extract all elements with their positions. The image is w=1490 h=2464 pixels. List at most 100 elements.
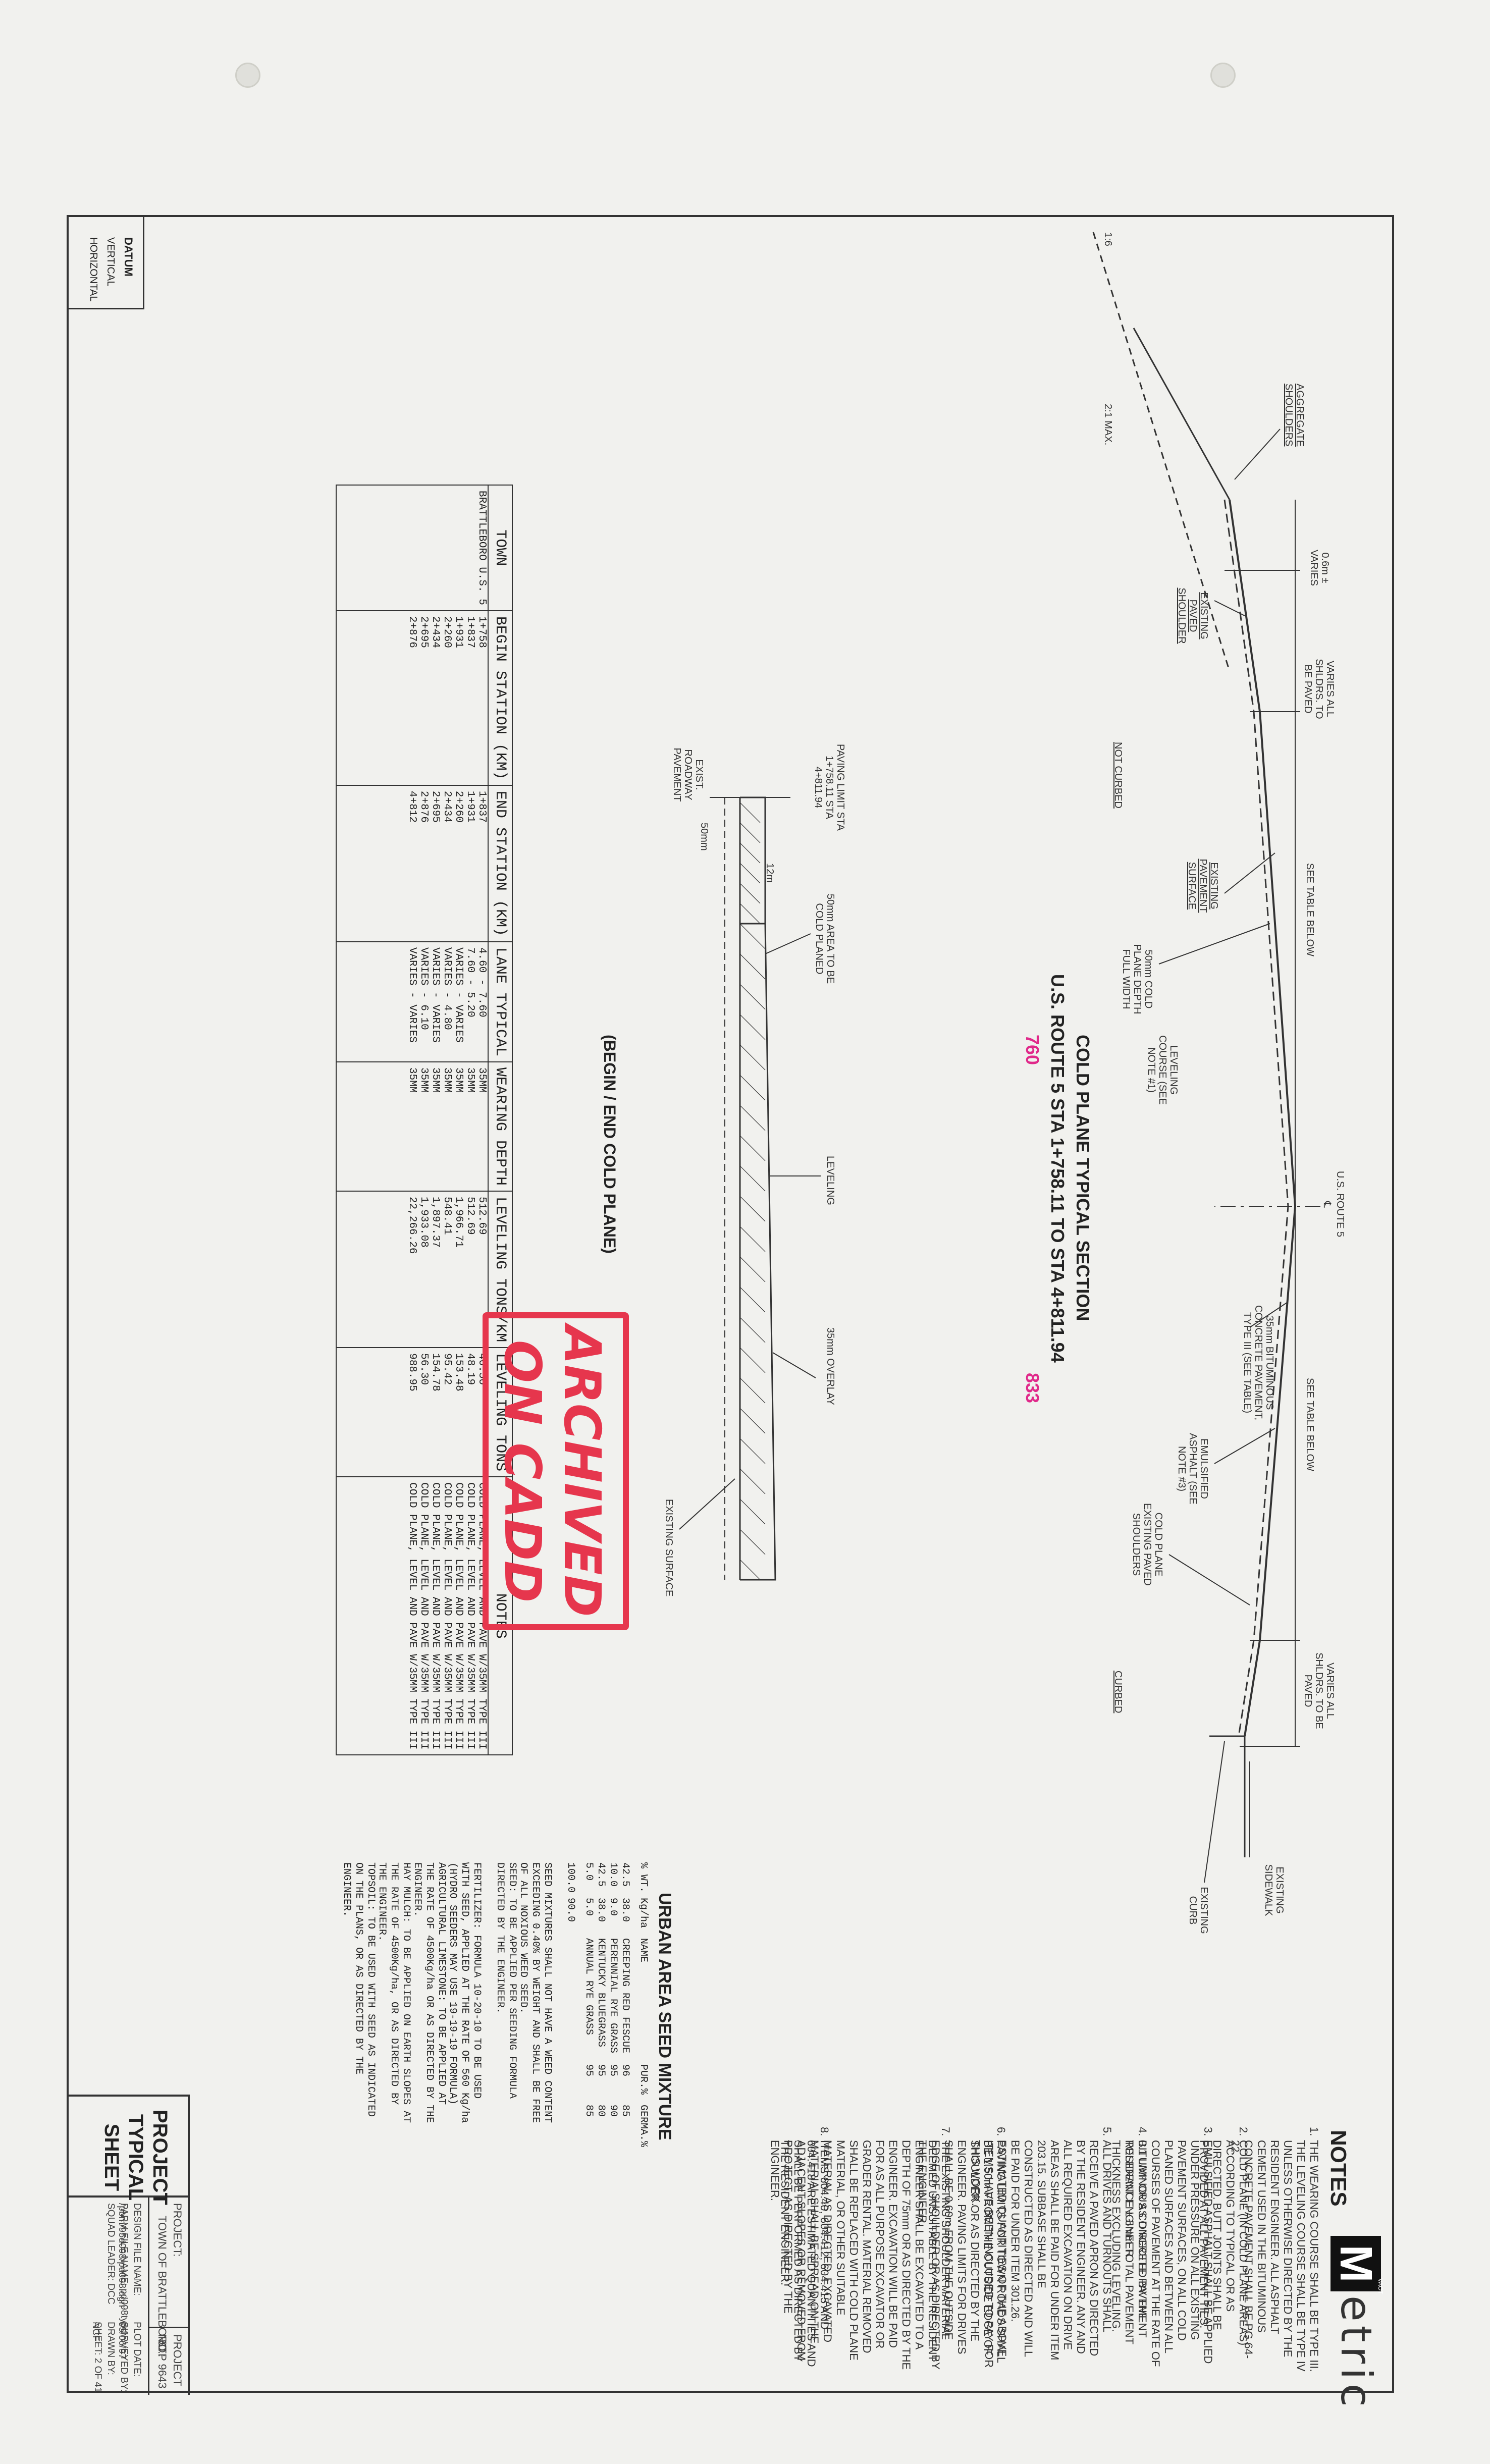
project-value: TOWN OF BRATTLEBORO (156, 2216, 169, 2353)
seed-cell: Kg/ha (637, 1898, 649, 1929)
detail-dimension: 12m (764, 863, 775, 883)
table-cell: 1+758 (476, 610, 488, 785)
drawing-frame: M etric VAOT NOTES 1.THE WEARING COURSE … (67, 215, 1396, 2411)
detail-title: (BEGIN / END COLD PLANE) (601, 1035, 619, 1254)
table-empty-row (360, 485, 371, 1755)
table-cell: 35MM (453, 1062, 464, 1192)
seed-text: SEED: TO BE APPLIED PER SEEDING FORMULA … (494, 1862, 518, 2099)
label-curbed: CURBED (1112, 1671, 1124, 1713)
detail-paving-limit: PAVING LIMIT STA 1+758.11 STA 4+811.94 (813, 744, 846, 831)
table-header: END STATION (KM) (488, 785, 512, 942)
detail-leveling: LEVELING (825, 1156, 836, 1205)
seed-cell: GERMA.% (637, 2105, 649, 2148)
table-cell (406, 485, 418, 611)
table-cell: 4.60 - 7.60 (476, 941, 488, 1062)
label-aggregate-shoulders: AGGREGATE SHOULDERS (1283, 384, 1305, 447)
sheet-title: PROJECT TYPICAL SHEET (99, 2110, 172, 2205)
seed-cell: 42.5 (595, 1862, 607, 1887)
detail-overlay: 35mm OVERLAY (825, 1327, 836, 1406)
dimension-ticks (1225, 570, 1300, 1747)
seed-cell: ANNUAL RYE GRASS (583, 1938, 595, 2036)
table-cell: 35MM (441, 1062, 453, 1192)
detail-overlay (740, 923, 776, 1581)
table-cell (441, 485, 453, 611)
table-cell: 2+260 (453, 785, 464, 942)
seed-cell: 80 (595, 2105, 607, 2117)
seed-cell: 10.0 (607, 1862, 619, 1887)
stamp-line-1: ARCHIVED (553, 1325, 612, 1617)
table-cell: COLD PLANE, LEVEL AND PAVE W/35MM TYPE I… (406, 1477, 418, 1755)
label-varies-all-shoulders: VARIES ALL SHLDRS. TO BE PAVED (1302, 659, 1336, 719)
label-varies-right: VARIES ALL SHLDRS. TO BE PAVED (1302, 1652, 1336, 1729)
title-block-top (188, 2095, 190, 2395)
table-cell: 1+837 (464, 610, 476, 785)
slope-line-left (1092, 232, 1231, 672)
label-varies-06: 0.6m ± VARIES (1308, 550, 1331, 586)
table-cell (418, 485, 430, 611)
table-cell: 1,897.37 (430, 1191, 441, 1348)
table-cell: 1+931 (464, 785, 476, 942)
table-cell: 35MM (464, 1062, 476, 1192)
table-cell: COLD PLANE, LEVEL AND PAVE W/35MM TYPE I… (430, 1477, 441, 1755)
label-emulsified: EMULSIFIED ASPHALT (SEE NOTE #3) (1176, 1433, 1209, 1505)
detail-area-cold-planed: 50mm AREA TO BE COLD PLANED (814, 893, 836, 984)
table-header: TOWN (488, 485, 512, 611)
seed-cell: 90.0 (565, 1898, 576, 1922)
detail-hatch (739, 802, 766, 1580)
label-see-table-2: SEE TABLE BELOW (1304, 1378, 1315, 1471)
table-empty-row (395, 485, 406, 1755)
seed-cell: 90 (607, 2105, 619, 2117)
seed-cell: 95 (583, 2064, 595, 2077)
sheet-title-line-2: TYPICAL (125, 2114, 147, 2201)
table-cell: 7.60 - 5.20 (464, 941, 476, 1062)
table-cell: VARIES - 6.10 (418, 941, 430, 1062)
datum-block: DATUM VERTICAL HORIZONTAL (85, 237, 137, 301)
squad-leader: SQUAD LEADER: DCC (105, 2203, 116, 2305)
table-empty-row (336, 485, 348, 1755)
surveyed-by: SURVEYED BY: (119, 2322, 129, 2392)
table-cell: 2+434 (430, 610, 441, 785)
rotated-drawing: M etric VAOT NOTES 1.THE WEARING COURSE … (69, 217, 1396, 2411)
table-cell: COLD PLANE, LEVEL AND PAVE W/35MM TYPE I… (441, 1477, 453, 1755)
cold-plane-section-drawing (679, 232, 1320, 1883)
seed-cell: 100.0 (565, 1862, 576, 1893)
table-empty-row (371, 485, 383, 1755)
datum-horizontal: HORIZONTAL (88, 237, 99, 302)
binder-hole-left (235, 63, 260, 88)
seed-cell: 85 (619, 2105, 631, 2117)
seed-cell: 95 (607, 2064, 619, 2077)
label-us-route: U.S. ROUTE 5 (1335, 1171, 1346, 1238)
slope-ratio: 1:6 (1102, 232, 1113, 246)
label-existing-pavement: EXISTING PAVEMENT SURFACE (1186, 859, 1219, 913)
title-block-divider (69, 2095, 190, 2097)
label-leveling-course: LEVELING COURSE (SEE NOTE #1) (1146, 1035, 1179, 1105)
table-cell: 22,266.26 (406, 1191, 418, 1348)
table-cell: 548.41 (441, 1191, 453, 1348)
table-cell: 56.30 (418, 1348, 430, 1477)
table-cell: VARIES - VARIES (430, 941, 441, 1062)
table-cell (464, 485, 476, 611)
seed-text: FERTILIZER: FORMULA 10-20-10 TO BE USED … (447, 1862, 483, 2123)
section-subtitle: U.S. ROUTE 5 STA 1+758.11 TO STA 4+811.9… (1047, 974, 1068, 1363)
seed-cell: 5.0 (583, 1898, 595, 1916)
seed-cell: 95 (595, 2064, 607, 2077)
seed-cell: 9.0 (607, 1898, 619, 1916)
table-cell: 1,966.71 (453, 1191, 464, 1348)
table-cell: 1,933.08 (418, 1191, 430, 1348)
plot-file: PARM FILE NAME: pd098typ.f (119, 2203, 129, 2334)
seed-cell: NAME (637, 1938, 649, 1963)
table-cell: COLD PLANE, LEVEL AND PAVE W/35MM TYPE I… (418, 1477, 430, 1755)
detail-50mm: 50mm (699, 823, 710, 851)
detail-leaders (679, 933, 821, 1530)
table-cell: COLD PLANE, LEVEL AND PAVE W/35MM TYPE I… (464, 1477, 476, 1755)
table-cell: 35MM (430, 1062, 441, 1192)
table-cell: 1+931 (453, 610, 464, 785)
seed-cell: 38.0 (595, 1898, 607, 1922)
seed-text: TOPSOIL: TO BE USED WITH SEED AS INDICAT… (341, 1862, 377, 2117)
seed-cell: 42.5 (619, 1862, 631, 1887)
table-cell: 35MM (406, 1062, 418, 1192)
